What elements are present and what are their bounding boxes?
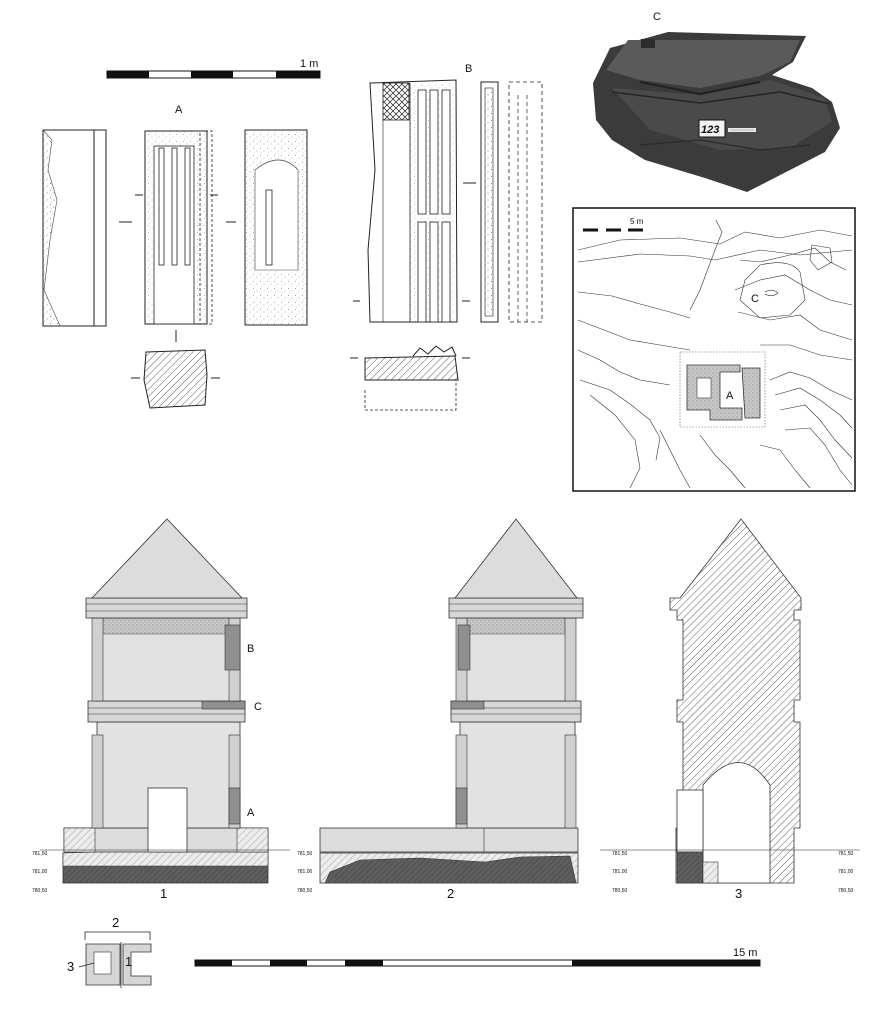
elevation-1-label-a: A: [247, 807, 255, 819]
site-plan-label-a: A: [726, 390, 734, 402]
site-plan-scale-label: 5 m: [630, 217, 644, 226]
level-right-3: 780,50: [612, 888, 628, 894]
scale-label-bottom: 15 m: [733, 947, 757, 959]
key-plan-label-1: 1: [125, 954, 132, 969]
level-far-1: 781,50: [838, 851, 854, 857]
block-b-elevation: [353, 79, 470, 323]
level-left-3: 780,50: [32, 888, 48, 894]
level-left-1: 781,50: [32, 851, 48, 857]
photo-label: C: [653, 11, 661, 23]
key-plan: [78, 931, 152, 988]
block-b-label: B: [465, 63, 472, 75]
block-a-side-left: [42, 129, 132, 327]
elevation-1: [62, 518, 269, 884]
level-left-2: 781,00: [32, 869, 48, 875]
scale-label-top: 1 m: [300, 58, 318, 70]
block-a-section: [131, 349, 220, 409]
level-far-2: 781,00: [838, 869, 854, 875]
key-plan-label-3: 3: [67, 959, 74, 974]
elevation-3: [669, 518, 802, 884]
level-mid-2: 781,00: [297, 869, 313, 875]
block-b-section: [350, 345, 470, 411]
photo-tag: 123: [701, 124, 719, 136]
elevation-1-label-c: C: [254, 701, 262, 713]
scale-bar-top: [106, 70, 321, 79]
block-b-side: [463, 81, 543, 323]
block-a-side-right: [226, 129, 308, 326]
level-mid-1: 781,50: [297, 851, 313, 857]
level-far-3: 780,50: [838, 888, 854, 894]
elevation-1-number: 1: [160, 886, 167, 901]
level-mid-3: 780,50: [297, 888, 313, 894]
site-plan-label-c: C: [751, 293, 759, 305]
elevation-2-number: 2: [447, 886, 454, 901]
key-plan-label-2: 2: [112, 915, 119, 930]
level-right-1: 781,50: [612, 851, 628, 857]
level-right-2: 781,00: [612, 869, 628, 875]
elevation-3-number: 3: [735, 886, 742, 901]
block-a-label: A: [175, 104, 183, 116]
block-a-front: [135, 130, 218, 342]
site-plan: [572, 207, 856, 492]
photo-block-c: [593, 32, 840, 192]
scale-bar-bottom: [194, 959, 761, 967]
elevation-1-label-b: B: [247, 643, 254, 655]
elevation-2: [319, 518, 584, 884]
